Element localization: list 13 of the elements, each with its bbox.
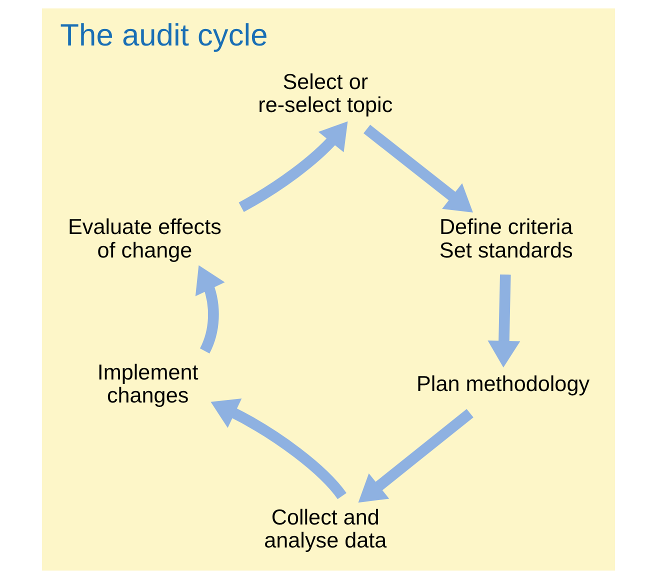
node-text: Plan methodology [416, 370, 590, 396]
node-text: Evaluate effects of change [68, 214, 222, 262]
node-text: Define criteria Set standards [439, 214, 573, 262]
arrow [238, 121, 348, 212]
node-text: Implement changes [97, 359, 198, 408]
arrow [364, 124, 473, 212]
node-text: Collect and analyse data [264, 504, 387, 553]
arrow [488, 274, 520, 368]
arrow [195, 265, 225, 354]
arrow [358, 408, 474, 503]
arrow [210, 398, 346, 500]
diagram-title: The audit cycle [60, 17, 268, 52]
node-text: Select or re-select topic [258, 69, 393, 118]
